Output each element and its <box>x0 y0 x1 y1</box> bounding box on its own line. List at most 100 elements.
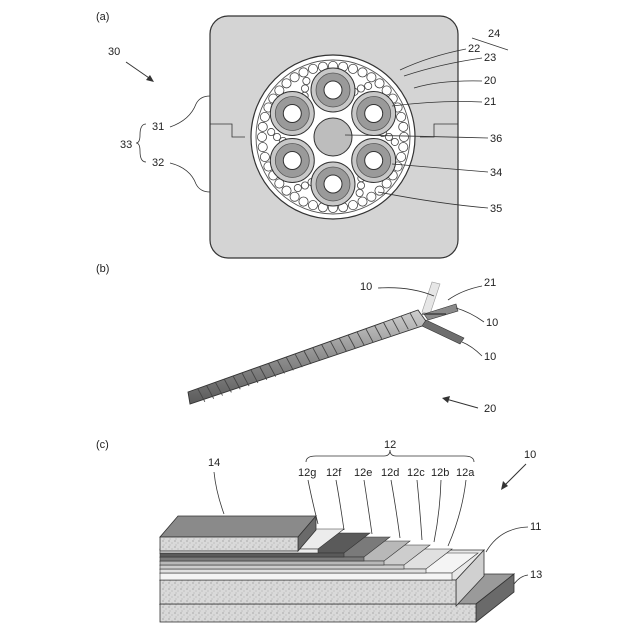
label-11: 11 <box>530 521 541 533</box>
filler-strand <box>303 77 310 84</box>
arrowhead-30 <box>146 75 154 82</box>
leader-12d <box>391 480 400 538</box>
label-31: 31 <box>152 121 164 133</box>
core <box>314 118 352 156</box>
wire-core <box>324 81 342 99</box>
filler-strand <box>357 85 364 92</box>
tape-end-lower <box>422 320 464 344</box>
wire-core <box>283 105 301 123</box>
leader-21-b <box>448 286 482 300</box>
leader-14 <box>214 472 224 514</box>
filler-strand <box>357 182 364 189</box>
label-23: 23 <box>484 52 496 64</box>
label-12d: 12d <box>381 467 399 479</box>
layer-13-front <box>160 604 476 622</box>
wire-core <box>365 152 383 170</box>
label-12a: 12a <box>456 467 475 479</box>
label-10-top: 10 <box>360 281 372 293</box>
filler-strand <box>391 138 398 145</box>
leader-11 <box>486 527 528 552</box>
leader-32 <box>170 163 210 192</box>
arrowhead-20 <box>442 396 450 403</box>
filler-strand <box>348 64 357 73</box>
layer-12-front <box>160 569 426 573</box>
layer-12-front <box>160 561 384 565</box>
filler-strand <box>375 186 384 195</box>
panel-b-label: (b) <box>96 263 109 275</box>
panel-c-label: (c) <box>96 439 109 451</box>
label-12e: 12e <box>354 467 372 479</box>
filler-strand <box>365 82 372 89</box>
filler-strand <box>308 201 317 210</box>
filler-strand <box>358 197 367 206</box>
label-10-mid: 10 <box>486 317 498 329</box>
label-34: 34 <box>490 167 502 179</box>
filler-strand <box>260 152 269 161</box>
brace-33 <box>136 124 146 162</box>
panel-b: (b) 10 21 10 10 20 <box>96 263 498 415</box>
panel-a: (a) 30 31 32 33 24 22 23 20 21 <box>96 11 508 258</box>
layer-14-top <box>160 516 316 537</box>
brace-12 <box>306 450 474 462</box>
label-12g: 12g <box>298 467 316 479</box>
filler-strand <box>397 152 406 161</box>
filler-strand <box>399 132 408 141</box>
label-21: 21 <box>484 96 496 108</box>
filler-strand <box>301 85 308 92</box>
label-33: 33 <box>120 139 132 151</box>
leader-12f <box>336 480 344 530</box>
filler-strand <box>367 192 376 201</box>
filler-strand <box>282 79 291 88</box>
filler-strand <box>290 192 299 201</box>
layer-12-front <box>160 557 364 561</box>
layer-12-front <box>160 565 404 569</box>
wire-core <box>283 152 301 170</box>
filler-strand <box>268 128 275 135</box>
label-24: 24 <box>488 28 500 40</box>
filler-strand <box>397 112 406 121</box>
tape-end-top <box>422 282 440 314</box>
leader-12e <box>364 480 372 534</box>
label-30: 30 <box>108 46 120 58</box>
label-32: 32 <box>152 157 164 169</box>
filler-strand <box>358 68 367 77</box>
filler-strand <box>273 133 280 140</box>
filler-strand <box>290 73 299 82</box>
label-20-b: 20 <box>484 403 496 415</box>
label-21-b: 21 <box>484 277 496 289</box>
label-10-c: 10 <box>524 449 536 461</box>
leader-12c <box>417 480 422 540</box>
filler-strand <box>258 122 267 131</box>
wire-core <box>365 105 383 123</box>
filler-strand <box>257 132 266 141</box>
label-36: 36 <box>490 133 502 145</box>
wire-core <box>324 175 342 193</box>
leader-10-low <box>462 342 482 356</box>
layer-12-front <box>160 573 452 580</box>
label-14: 14 <box>208 457 220 469</box>
filler-strand <box>299 197 308 206</box>
label-13: 13 <box>530 569 542 581</box>
arrow-10-c <box>504 464 526 486</box>
label-12c: 12c <box>407 467 425 479</box>
leader-13 <box>514 575 528 584</box>
filler-strand <box>301 182 308 189</box>
leader-10-mid <box>456 308 484 322</box>
panel-c: (c) 14 12 12g 12f 12e 12d 12c 12b 12a <box>96 439 542 622</box>
leader-12b <box>434 480 441 542</box>
filler-strand <box>258 143 267 152</box>
panel-a-label: (a) <box>96 11 109 23</box>
leader-31 <box>170 96 210 127</box>
layer-14-front <box>160 537 298 551</box>
filler-strand <box>385 133 392 140</box>
layer-12-front <box>160 553 344 557</box>
filler-strand <box>282 186 291 195</box>
arrow-30 <box>126 62 152 80</box>
filler-strand <box>294 184 301 191</box>
label-12b: 12b <box>431 467 449 479</box>
filler-strand <box>367 73 376 82</box>
label-22: 22 <box>468 43 480 55</box>
label-20: 20 <box>484 75 496 87</box>
leader-12a <box>448 480 466 546</box>
filler-strand <box>375 79 384 88</box>
